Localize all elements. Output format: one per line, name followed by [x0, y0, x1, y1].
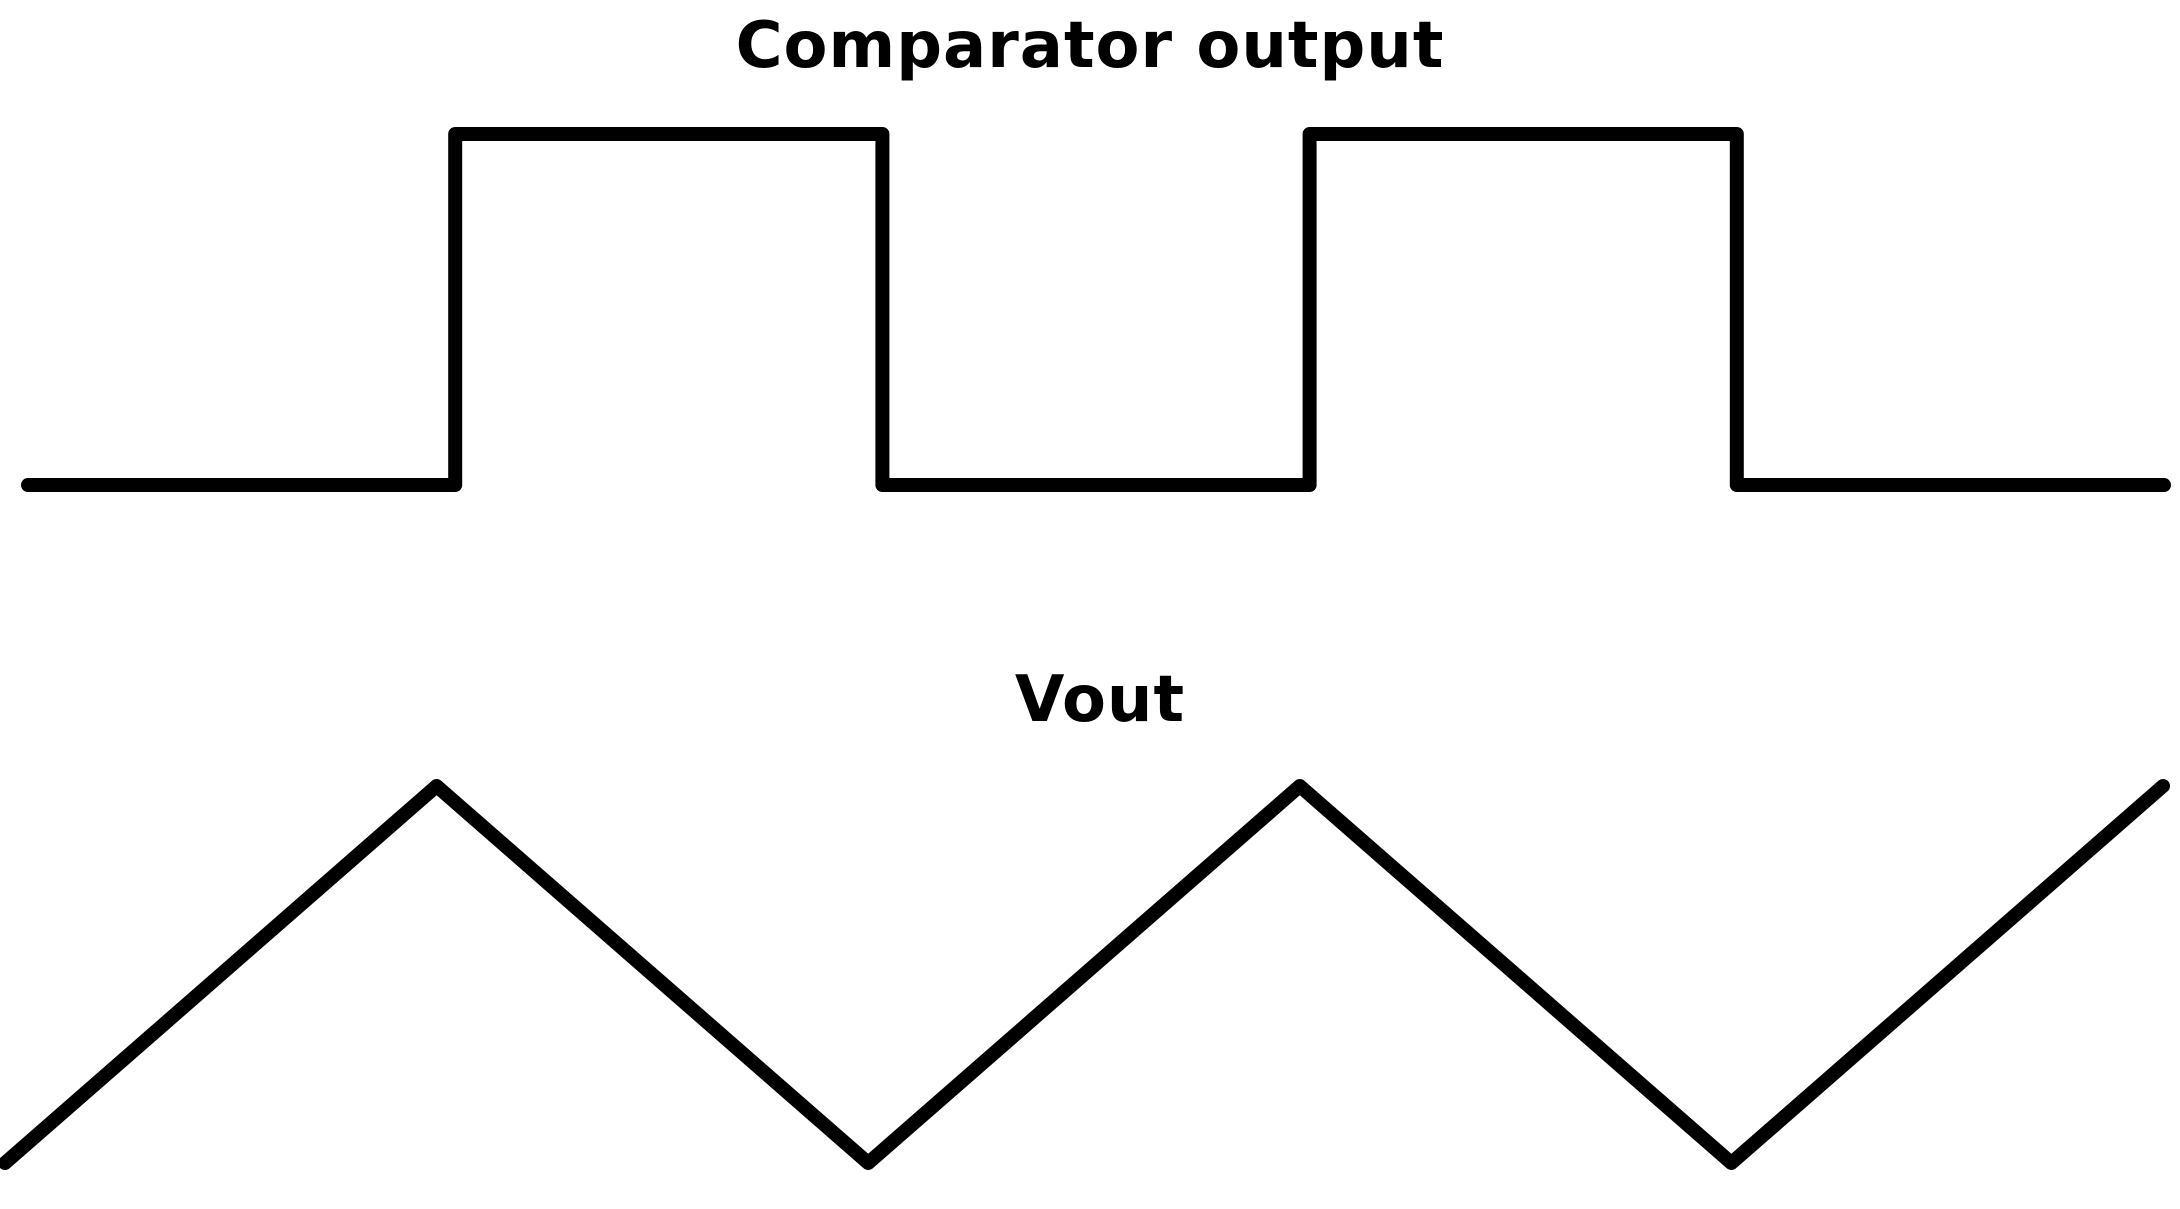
- vout-title: Vout: [1014, 663, 1186, 737]
- comparator-square-wave: [21, 127, 2171, 492]
- triangle-wave-trace: [0, 779, 2170, 1170]
- square-wave-trace: [21, 127, 2171, 492]
- comparator-output-title: Comparator output: [735, 9, 1445, 83]
